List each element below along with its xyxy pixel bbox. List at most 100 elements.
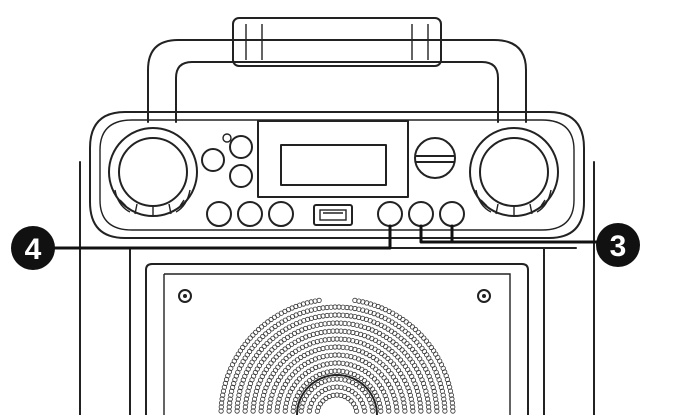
grille-hole bbox=[266, 350, 272, 356]
grille-hole bbox=[247, 335, 253, 341]
grille-hole bbox=[399, 326, 405, 332]
grille-hole bbox=[288, 362, 294, 368]
grille-hole bbox=[249, 345, 255, 351]
grille-hole bbox=[280, 371, 286, 377]
grille-hole bbox=[404, 340, 410, 347]
grille-hole bbox=[348, 398, 354, 404]
grille-hole bbox=[390, 361, 397, 367]
grille-hole bbox=[303, 380, 310, 386]
grille-hole bbox=[289, 372, 296, 378]
grille-hole bbox=[324, 361, 330, 367]
grille-hole bbox=[299, 373, 305, 379]
grille-hole bbox=[368, 373, 375, 379]
grille-hole bbox=[407, 356, 413, 362]
grille-hole bbox=[364, 380, 370, 386]
grille-hole bbox=[318, 329, 324, 336]
grille-hole bbox=[256, 349, 262, 355]
grille-hole bbox=[385, 404, 391, 410]
grille-hole bbox=[269, 347, 275, 353]
grille-hole bbox=[393, 341, 399, 348]
grille-hole bbox=[320, 398, 326, 404]
grille-hole bbox=[313, 394, 319, 400]
grille-hole bbox=[280, 358, 286, 364]
grille-hole bbox=[258, 346, 265, 352]
speaker-front bbox=[145, 263, 529, 415]
grille-hole bbox=[272, 344, 278, 350]
grille-hole bbox=[362, 368, 368, 374]
grille-hole bbox=[385, 367, 392, 374]
grille-hole bbox=[406, 321, 412, 327]
grille-hole bbox=[408, 333, 414, 340]
grille-hole bbox=[294, 379, 300, 385]
grille-hole bbox=[320, 305, 326, 311]
grille-hole bbox=[377, 359, 383, 365]
grille-hole bbox=[227, 400, 233, 406]
grille-hole bbox=[251, 400, 257, 406]
grille-hole bbox=[278, 339, 284, 345]
grille-hole bbox=[298, 386, 304, 392]
grille-hole bbox=[386, 408, 392, 414]
callout-3-badge: 3 bbox=[596, 223, 640, 267]
grille-hole bbox=[270, 335, 276, 341]
grille-hole bbox=[378, 408, 384, 414]
grille-hole bbox=[272, 367, 279, 373]
grille-hole bbox=[431, 388, 437, 394]
grille-hole bbox=[277, 361, 284, 367]
grille-hole bbox=[263, 331, 269, 337]
display-screen bbox=[257, 120, 409, 198]
grille-hole bbox=[252, 342, 258, 348]
grille-hole bbox=[326, 336, 332, 342]
grille-hole bbox=[399, 347, 405, 353]
grille-hole bbox=[397, 357, 404, 363]
control-panel bbox=[89, 111, 585, 239]
left-button-cluster bbox=[201, 133, 253, 188]
callout-3-label: 3 bbox=[610, 230, 627, 263]
grille-hole bbox=[386, 346, 392, 352]
grille-hole bbox=[324, 312, 330, 319]
grille-hole bbox=[411, 336, 417, 342]
grille-hole bbox=[380, 362, 386, 368]
grille-hole bbox=[338, 336, 344, 342]
grille-hole bbox=[295, 366, 301, 372]
grille-hole bbox=[385, 355, 391, 362]
grille-hole bbox=[365, 370, 372, 377]
grille-hole bbox=[273, 333, 279, 339]
grille-hole bbox=[362, 408, 368, 414]
grille-hole bbox=[387, 336, 393, 343]
grille-hole bbox=[414, 339, 420, 345]
grille-hole bbox=[400, 316, 406, 323]
grille-hole bbox=[275, 341, 281, 348]
grille-hole bbox=[402, 408, 408, 414]
selector-dial bbox=[414, 137, 456, 179]
grille-hole bbox=[265, 319, 271, 325]
grille-center-ring bbox=[296, 374, 378, 415]
grille-hole bbox=[378, 372, 385, 378]
grille-hole bbox=[418, 332, 424, 338]
grille-hole bbox=[240, 344, 246, 351]
grille-hole bbox=[416, 342, 422, 348]
grille-hole bbox=[257, 336, 263, 342]
grille-hole bbox=[316, 313, 322, 320]
grille-hole bbox=[352, 391, 358, 397]
grille-hole bbox=[426, 408, 432, 414]
grille-hole bbox=[390, 339, 396, 345]
grille-hole bbox=[352, 305, 358, 312]
grille-hole bbox=[415, 329, 421, 335]
grille-hole bbox=[273, 354, 279, 360]
grille-hole bbox=[235, 400, 241, 406]
grille-hole bbox=[219, 396, 225, 402]
grille-hole bbox=[316, 297, 322, 303]
grille-hole bbox=[383, 364, 389, 371]
grille-hole bbox=[404, 353, 411, 359]
grille-hole bbox=[361, 377, 367, 384]
grille-hole bbox=[308, 386, 315, 393]
grille-hole bbox=[306, 389, 312, 396]
grille-hole bbox=[301, 383, 307, 389]
grille-hole bbox=[296, 376, 303, 382]
grille-hole bbox=[433, 396, 439, 402]
carry-handle bbox=[147, 17, 527, 123]
grille-hole bbox=[344, 304, 350, 311]
grille-hole bbox=[373, 366, 379, 372]
grille-hole bbox=[388, 358, 394, 364]
grille-hole bbox=[370, 408, 376, 414]
